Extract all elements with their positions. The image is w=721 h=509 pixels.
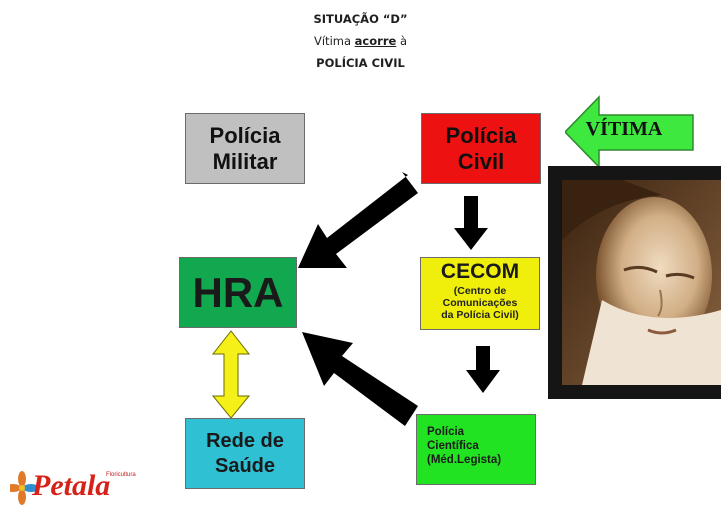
node-policia-cientifica: Polícia Científica (Méd.Legista)	[416, 414, 536, 485]
situation-target: POLÍCIA CIVIL	[316, 56, 405, 70]
subtitle-part-3: à	[396, 34, 407, 48]
node-policia-civil: Polícia Civil	[421, 113, 541, 184]
policia-civil-line2: Civil	[457, 148, 505, 174]
subtitle-emphasis: acorre	[354, 34, 397, 48]
victim-photo-frame	[548, 166, 721, 399]
petala-logo-flower-icon	[10, 471, 39, 505]
arrow-hra-rede-double	[211, 330, 251, 419]
arrow-civil-to-cecom	[454, 196, 488, 250]
cecom-sub-1: (Centro de	[453, 285, 507, 297]
node-policia-militar: Polícia Militar	[185, 113, 305, 184]
vitima-label: VÍTIMA	[585, 118, 663, 140]
arrow-cientifica-to-hra	[302, 332, 418, 426]
policia-militar-line2: Militar	[212, 148, 278, 174]
subtitle-part-1: Vítima	[314, 34, 355, 48]
arrow-cecom-to-cientifica	[466, 346, 500, 393]
policia-cientifica-line1: Polícia	[427, 426, 465, 438]
situation-subtitle: Vítima acorre à	[0, 34, 721, 48]
petala-logo-tagline: Floricultura	[106, 472, 136, 478]
policia-civil-line1: Polícia	[445, 122, 517, 148]
victim-photo	[562, 180, 721, 385]
cecom-title: CECOM	[440, 260, 520, 283]
situation-title: SITUAÇÃO “D”	[313, 12, 408, 26]
cecom-sub-2: Comunicações	[442, 297, 518, 309]
rede-saude-line1: Rede de	[206, 429, 284, 452]
arrow-civil-to-hra	[298, 172, 418, 268]
hra-label: HRA	[192, 268, 284, 316]
rede-saude-line2: Saúde	[214, 454, 276, 477]
woman-portrait-image	[562, 180, 721, 385]
node-rede-saude: Rede de Saúde	[185, 418, 305, 489]
cecom-sub-3: da Polícia Civil)	[441, 309, 519, 321]
policia-cientifica-line3: (Méd.Legista)	[427, 454, 502, 466]
node-cecom: CECOM (Centro de Comunicações da Polícia…	[420, 257, 540, 330]
vitima-arrow-icon	[565, 95, 694, 169]
petala-logo-text: Petala	[32, 469, 111, 502]
policia-cientifica-line2: Científica	[427, 440, 479, 452]
node-hra: HRA	[179, 257, 297, 328]
policia-militar-line1: Polícia	[209, 122, 281, 148]
